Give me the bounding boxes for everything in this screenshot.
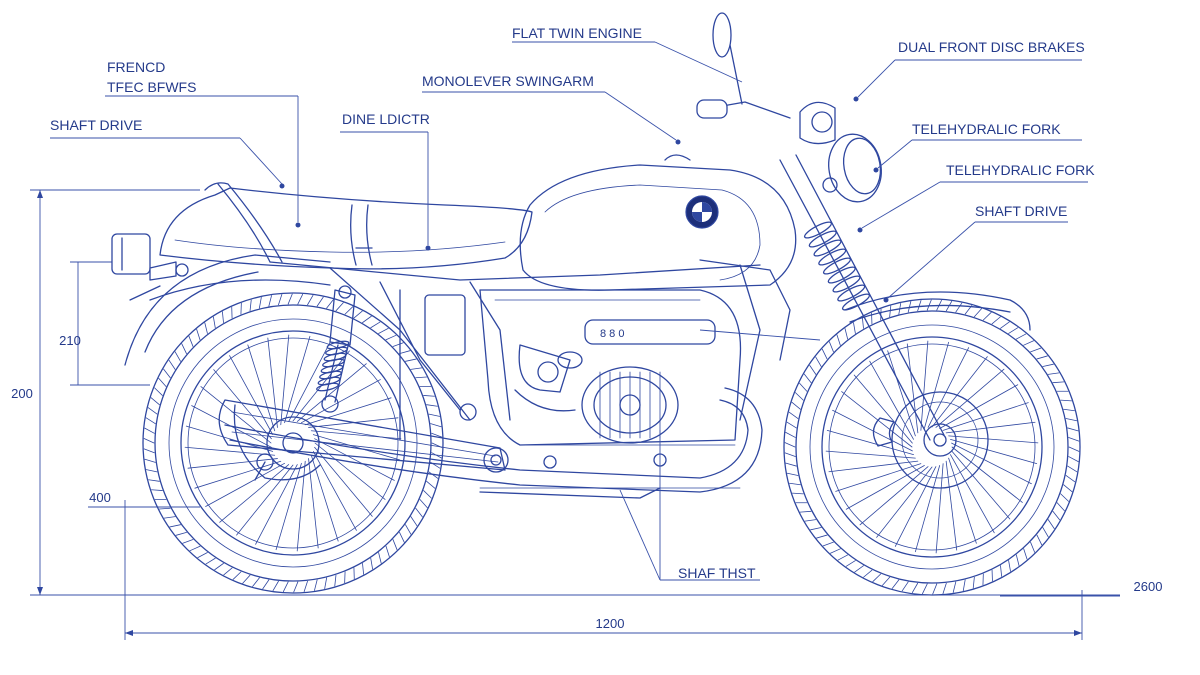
rear-fender <box>111 233 331 366</box>
callout-dual-front-disc-brakes: DUAL FRONT DISC BRAKES <box>898 39 1085 55</box>
dim-label-1200: 1200 <box>596 616 625 631</box>
swingarm <box>218 399 509 481</box>
callout-dine-ldictr: DINE LDICTR <box>342 111 430 127</box>
rear-shock <box>316 285 356 413</box>
frame <box>269 259 791 441</box>
dim-label-400: 400 <box>89 490 111 505</box>
bmw-roundel-icon <box>685 195 719 229</box>
callout-shaft-drive-left: SHAFT DRIVE <box>50 117 142 133</box>
callout-labels: FRENCD TFEC BFWFS SHAFT DRIVE DINE LDICT… <box>50 25 1095 581</box>
dimension-labels: 200 210 400 1200 2600 <box>11 333 1162 631</box>
callout-french-line2: TFEC BFWFS <box>107 79 196 95</box>
callout-monolever-swingarm: MONOLEVER SWINGARM <box>422 73 594 89</box>
dim-label-2600: 2600 <box>1134 579 1163 594</box>
front-fork <box>696 12 1031 441</box>
callout-shaf-thst: SHAF THST <box>678 565 756 581</box>
callout-shaft-drive-right: SHAFT DRIVE <box>975 203 1067 219</box>
front-wheel <box>783 298 1081 596</box>
leader-lines <box>50 41 1088 581</box>
callout-french-line1: FRENCD <box>107 59 165 75</box>
dim-label-210: 210 <box>59 333 81 348</box>
callout-flat-twin-engine: FLAT TWIN ENGINE <box>512 25 642 41</box>
rear-wheel <box>142 292 444 594</box>
callout-telehydralic-fork-2: TELEHYDRALIC FORK <box>946 162 1095 178</box>
svg-text:8 8 0: 8 8 0 <box>600 328 624 340</box>
fuel-tank <box>519 154 797 291</box>
dim-label-200: 200 <box>11 386 33 401</box>
callout-telehydralic-fork-1: TELEHYDRALIC FORK <box>912 121 1061 137</box>
exhaust <box>224 387 763 499</box>
dimension-lines <box>30 189 1120 640</box>
seat <box>159 182 533 270</box>
engine: 8 8 0 <box>459 289 742 469</box>
